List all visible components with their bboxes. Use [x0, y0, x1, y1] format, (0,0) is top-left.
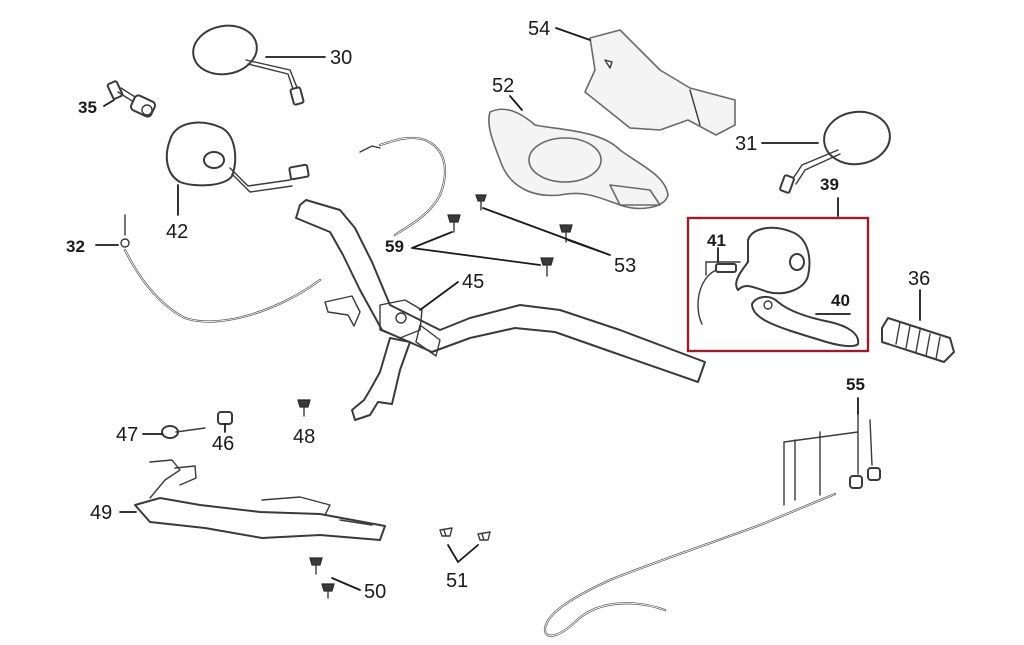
part-39-right-switch-housing [735, 226, 811, 295]
callout-35: 35 [78, 98, 97, 117]
leader-53 [482, 207, 611, 256]
part-45-handlebar [295, 199, 706, 421]
leader-54 [555, 27, 591, 41]
part-54-handlebar-cover-upper [584, 29, 736, 136]
callout-53: 53 [614, 255, 636, 277]
throttle-cable-upper [359, 136, 447, 237]
part-52-handlebar-cover [488, 108, 669, 210]
part-53-screws [475, 194, 573, 243]
callout-47: 47 [116, 424, 138, 446]
part-32-left-cable [120, 214, 322, 323]
part-49-bracket [134, 459, 386, 541]
callout-50: 50 [364, 581, 386, 603]
leader-52 [509, 95, 523, 111]
part-31-right-mirror [779, 110, 891, 194]
part-35-bar-end-bolt [106, 80, 157, 118]
part-36-right-grip [881, 317, 955, 363]
callout-41: 41 [707, 231, 726, 250]
callout-32: 32 [66, 237, 85, 256]
callout-40: 40 [831, 291, 850, 310]
callout-36: 36 [908, 268, 930, 290]
leader-50 [331, 577, 361, 591]
leader-51 [447, 544, 479, 564]
part-40-brake-lever [751, 296, 860, 348]
callout-49: 49 [90, 502, 112, 524]
part-50-screws [309, 557, 335, 599]
callout-31: 31 [735, 133, 757, 155]
callout-30: 30 [330, 47, 352, 69]
callout-48: 48 [293, 426, 315, 448]
callout-52: 52 [492, 75, 514, 97]
leader-35 [103, 99, 115, 107]
part-30-left-mirror [192, 24, 305, 106]
callout-51: 51 [446, 570, 468, 592]
part-55-throttle-cable [543, 411, 881, 637]
callout-59: 59 [385, 237, 404, 256]
part-46-nut [217, 411, 233, 425]
callout-46: 46 [212, 433, 234, 455]
part-42-left-switch-housing [165, 121, 310, 193]
callout-45: 45 [462, 271, 484, 293]
part-48-bolt [297, 399, 311, 417]
leader-59 [411, 231, 541, 266]
part-41-switch-wire [697, 261, 741, 325]
part-59-screws [447, 214, 554, 277]
part-51-clips [439, 527, 491, 541]
part-47-bolt [161, 425, 206, 439]
callout-39: 39 [820, 175, 839, 194]
callout-55: 55 [846, 375, 865, 394]
leader-45 [419, 281, 459, 311]
callout-42: 42 [166, 221, 188, 243]
callout-54: 54 [528, 18, 550, 40]
highlight-box-39 [686, 216, 870, 353]
